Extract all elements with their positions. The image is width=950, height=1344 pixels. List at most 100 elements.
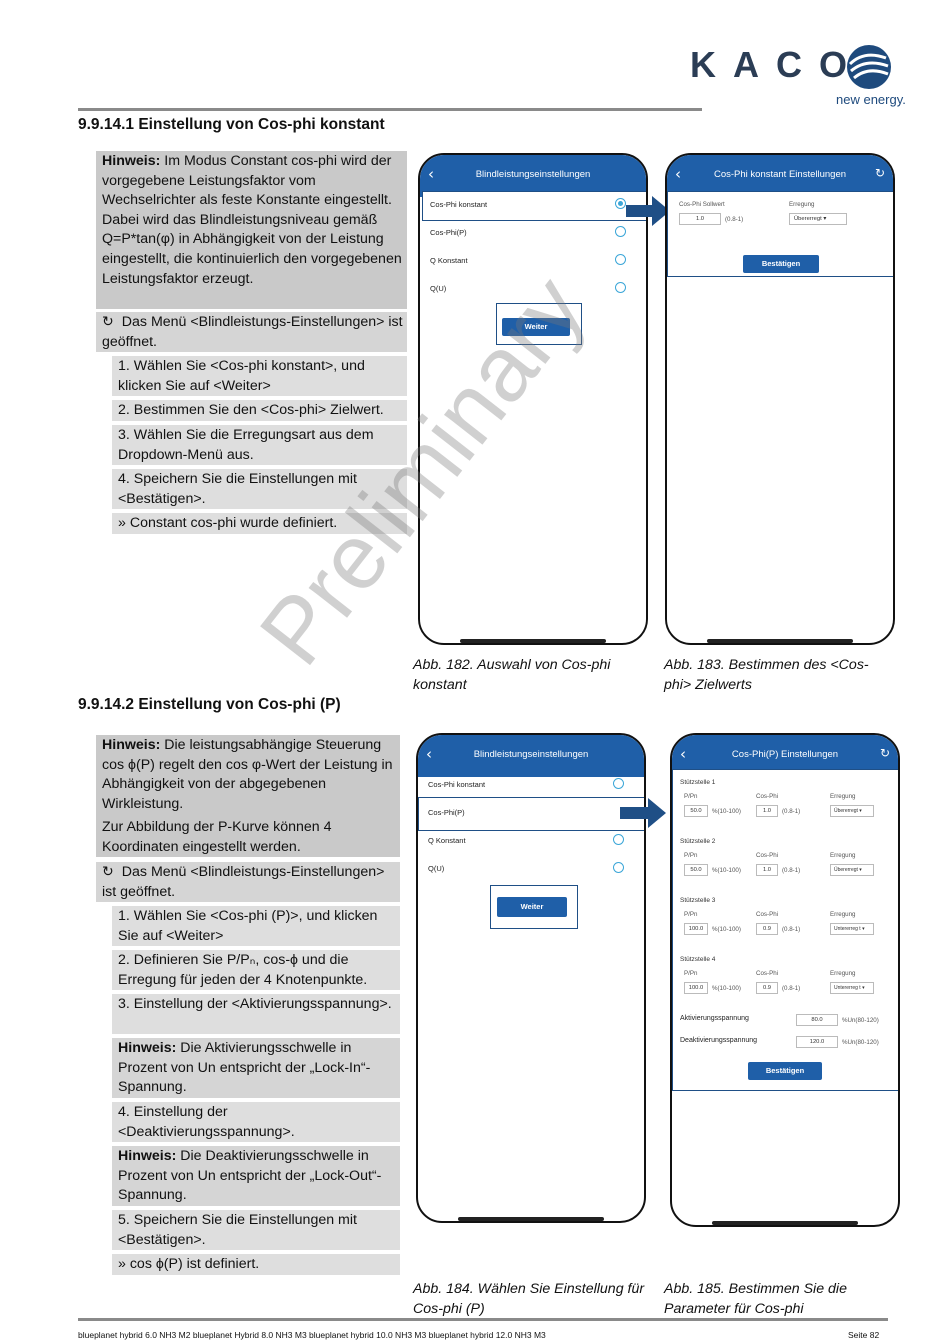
next-button[interactable]: Weiter xyxy=(502,318,570,336)
radio-icon[interactable] xyxy=(613,834,624,845)
tagline: new energy. xyxy=(836,92,906,107)
step-box: 1. Wählen Sie <Cos-phi konstant>, und kl… xyxy=(112,356,407,396)
p-input[interactable]: 100.0 xyxy=(684,923,708,935)
activation-label: Aktivierungsspannung xyxy=(680,1015,749,1022)
phone-screenshot-list-p: ‹ Blindleistungseinstellungen Cos-Phi ko… xyxy=(416,733,646,1223)
app-header: ‹ Blindleistungseinstellungen xyxy=(418,735,644,777)
cos-input[interactable]: 0.9 xyxy=(756,923,778,935)
app-header: ‹ Cos-Phi konstant Einstellungen ↻ xyxy=(667,155,893,197)
section-heading: 9.9.14.1 Einstellung von Cos-phi konstan… xyxy=(78,116,385,133)
hint-label: Hinweis: xyxy=(102,737,161,753)
hint-box: Hinweis: Die Deaktivierungsschwelle in P… xyxy=(112,1146,400,1206)
hint-box: Hinweis: Im Modus Constant cos-phi wird … xyxy=(96,151,407,309)
precondition-text: Das Menü <Blindleistungs-Einstellungen> … xyxy=(102,864,385,900)
precondition-text: Das Menü <Blindleistungs-Einstellungen> … xyxy=(102,314,403,350)
step-box: 2. Definieren Sie P/Pₙ, cos-ϕ und die Er… xyxy=(112,950,400,990)
arrow-icon xyxy=(620,798,666,828)
option-q-u[interactable]: Q(U) xyxy=(430,282,636,293)
hint-label: Hinweis: xyxy=(118,1148,177,1164)
figure-caption: Abb. 185. Bestimmen Sie die Parameter fü… xyxy=(664,1281,847,1317)
highlight-frame xyxy=(418,797,644,831)
app-title: Blindleistungseinstellungen xyxy=(473,749,589,760)
option-cos-phi-p[interactable]: Cos-Phi(P) xyxy=(428,808,465,817)
radio-icon[interactable] xyxy=(613,778,624,789)
deactivation-input[interactable]: 120.0 xyxy=(796,1036,838,1048)
phone-screenshot-cos-phi-p: ‹ Cos-Phi(P) Einstellungen ↻ Stützstelle… xyxy=(670,733,900,1227)
radio-icon[interactable] xyxy=(613,862,624,873)
col-cos-label: Cos-Phi xyxy=(756,852,779,859)
home-indicator xyxy=(460,639,606,643)
step-box: 3. Wählen Sie die Erregungsart aus dem D… xyxy=(112,425,407,465)
excitation-dropdown[interactable]: Übererregt ▾ xyxy=(830,805,874,817)
step-box: 3. Einstellung der <Aktivierungsspannung… xyxy=(112,994,400,1034)
cos-input[interactable]: 1.0 xyxy=(756,864,778,876)
option-cos-phi-konstant[interactable]: Cos-Phi konstant xyxy=(430,198,636,209)
radio-icon[interactable] xyxy=(615,226,626,237)
highlight-frame xyxy=(422,191,646,221)
excitation-dropdown[interactable]: Untererreg t ▾ xyxy=(830,982,874,994)
setpoint-input[interactable]: 1.0 xyxy=(679,213,721,225)
cos-input[interactable]: 0.9 xyxy=(756,982,778,994)
figure-caption: Abb. 184. Wählen Sie Einstellung für Cos… xyxy=(413,1281,645,1317)
back-icon[interactable]: ‹ xyxy=(680,745,686,763)
home-indicator xyxy=(458,1217,604,1221)
col-p-label: P/Pn xyxy=(684,970,698,977)
kaco-logo-text: KACO xyxy=(690,44,864,85)
option-q-konstant[interactable]: Q Konstant xyxy=(428,834,634,845)
home-indicator xyxy=(707,639,853,643)
option-cos-phi-konstant[interactable]: Cos-Phi konstant xyxy=(428,778,634,789)
cos-unit: (0.8-1) xyxy=(782,808,801,815)
col-cos-label: Cos-Phi xyxy=(756,793,779,800)
col-exc-label: Erregung xyxy=(830,911,856,918)
excitation-dropdown[interactable]: Übererregt ▾ xyxy=(830,864,874,876)
precondition-box: ↻ Das Menü <Blindleistungs-Einstellungen… xyxy=(96,312,407,352)
figure-caption: Abb. 182. Auswahl von Cos-phi konstant xyxy=(413,657,611,693)
confirm-button[interactable]: Bestätigen xyxy=(743,255,819,273)
excitation-dropdown[interactable]: Übererregt ▾ xyxy=(789,213,847,225)
header-rule xyxy=(78,108,702,111)
p-input[interactable]: 50.0 xyxy=(684,805,708,817)
option-q-u[interactable]: Q(U) xyxy=(428,862,634,873)
p-unit: %(10-100) xyxy=(712,985,741,992)
back-icon[interactable]: ‹ xyxy=(426,745,432,763)
result-box: » Constant cos-phi wurde definiert. xyxy=(112,513,407,534)
hint-box: Hinweis: Die leistungsabhängige Steuerun… xyxy=(96,735,400,857)
cos-unit: (0.8-1) xyxy=(782,867,801,874)
option-cos-phi-p[interactable]: Cos-Phi(P) xyxy=(430,226,636,237)
excitation-dropdown[interactable]: Untererreg t ▾ xyxy=(830,923,874,935)
setpoint-range: (0.8-1) xyxy=(725,216,744,223)
p-input[interactable]: 100.0 xyxy=(684,982,708,994)
p-input[interactable]: 50.0 xyxy=(684,864,708,876)
phone-screenshot-constant: ‹ Cos-Phi konstant Einstellungen ↻ Cos-P… xyxy=(665,153,895,645)
figure-caption: Abb. 183. Bestimmen des <Cos-phi> Zielwe… xyxy=(664,657,869,693)
back-icon[interactable]: ‹ xyxy=(675,165,681,183)
p-unit: %(10-100) xyxy=(712,867,741,874)
deactivation-label: Deaktivierungsspannung xyxy=(680,1037,758,1044)
app-title: Cos-Phi konstant Einstellungen xyxy=(713,169,847,180)
refresh-icon[interactable]: ↻ xyxy=(874,166,885,180)
col-exc-label: Erregung xyxy=(830,852,856,859)
back-icon[interactable]: ‹ xyxy=(428,165,434,183)
refresh-icon[interactable]: ↻ xyxy=(879,746,890,760)
hint-text: Die leistungsabhängige Steuerung cos ϕ(P… xyxy=(102,737,393,812)
option-q-konstant[interactable]: Q Konstant xyxy=(430,254,636,265)
activation-input[interactable]: 80.0 xyxy=(796,1014,838,1026)
next-button[interactable]: Weiter xyxy=(497,897,567,917)
col-p-label: P/Pn xyxy=(684,852,698,859)
cos-input[interactable]: 1.0 xyxy=(756,805,778,817)
hint-label: Hinweis: xyxy=(102,153,161,169)
step-box: 5. Speichern Sie die Einstellungen mit <… xyxy=(112,1210,400,1250)
deactivation-unit: %Un(80-120) xyxy=(842,1039,879,1046)
cos-unit: (0.8-1) xyxy=(782,985,801,992)
refresh-icon: ↻ xyxy=(102,864,114,880)
node-label: Stützstelle 4 xyxy=(680,956,716,963)
radio-icon[interactable] xyxy=(615,282,626,293)
radio-icon[interactable] xyxy=(615,198,626,209)
p-unit: %(10-100) xyxy=(712,808,741,815)
setpoint-label: Cos-Phi Sollwert xyxy=(679,201,725,208)
node-label: Stützstelle 2 xyxy=(680,838,716,845)
hint-text: Die Deaktivierungsschwelle in Prozent vo… xyxy=(118,1148,382,1204)
radio-icon[interactable] xyxy=(615,254,626,265)
precondition-box: ↻ Das Menü <Blindleistungs-Einstellungen… xyxy=(96,862,400,902)
confirm-button[interactable]: Bestätigen xyxy=(748,1062,822,1080)
